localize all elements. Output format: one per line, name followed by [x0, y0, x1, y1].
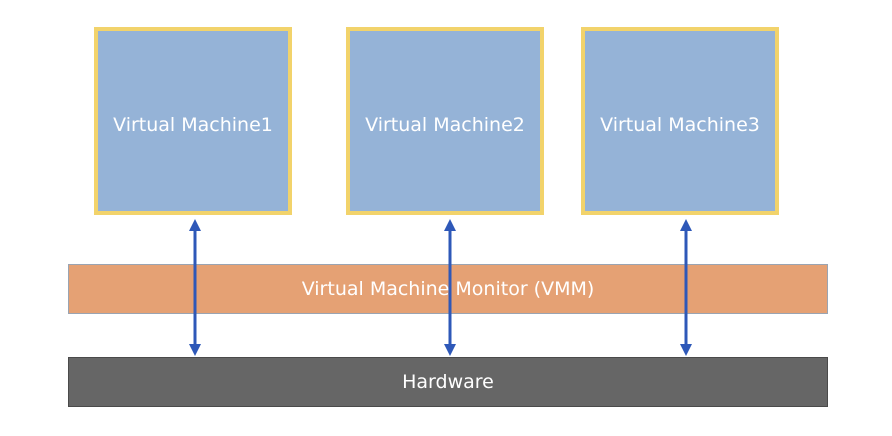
hardware-label: Hardware [402, 371, 494, 393]
vmm-layer: Virtual Machine Monitor (VMM) [68, 264, 828, 314]
virtual-machine-3-label: Virtual Machine3 [600, 114, 760, 136]
hardware-layer: Hardware [68, 357, 828, 407]
virtual-machine-3-box: Virtual Machine3 [581, 27, 779, 215]
virtual-machine-2-box: Virtual Machine2 [346, 27, 544, 215]
virtual-machine-2-label: Virtual Machine2 [365, 114, 525, 136]
vmm-label: Virtual Machine Monitor (VMM) [301, 278, 595, 300]
virtual-machine-1-label: Virtual Machine1 [113, 114, 273, 136]
virtual-machine-1-box: Virtual Machine1 [94, 27, 292, 215]
